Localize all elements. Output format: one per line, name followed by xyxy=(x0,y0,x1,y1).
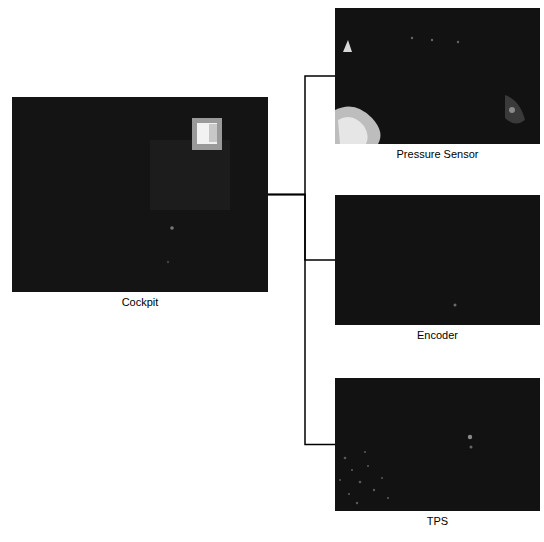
photo-caption: Cockpit xyxy=(0,296,288,308)
photo-caption: TPS xyxy=(315,515,544,527)
cockpit-photo xyxy=(12,97,268,292)
photo-panel: Pressure Sensor xyxy=(335,8,540,144)
connector-line xyxy=(268,195,335,445)
photo-panel: Encoder xyxy=(335,195,540,325)
tps-photo xyxy=(335,378,540,511)
connector-line xyxy=(268,195,335,261)
photo-caption: Encoder xyxy=(315,329,544,341)
pressure-sensor-photo xyxy=(335,8,540,144)
photo-panel: Cockpit xyxy=(12,97,268,292)
photo-panel: TPS xyxy=(335,378,540,511)
photo-caption: Pressure Sensor xyxy=(315,148,544,160)
encoder-photo xyxy=(335,195,540,325)
connector-line xyxy=(268,76,335,195)
